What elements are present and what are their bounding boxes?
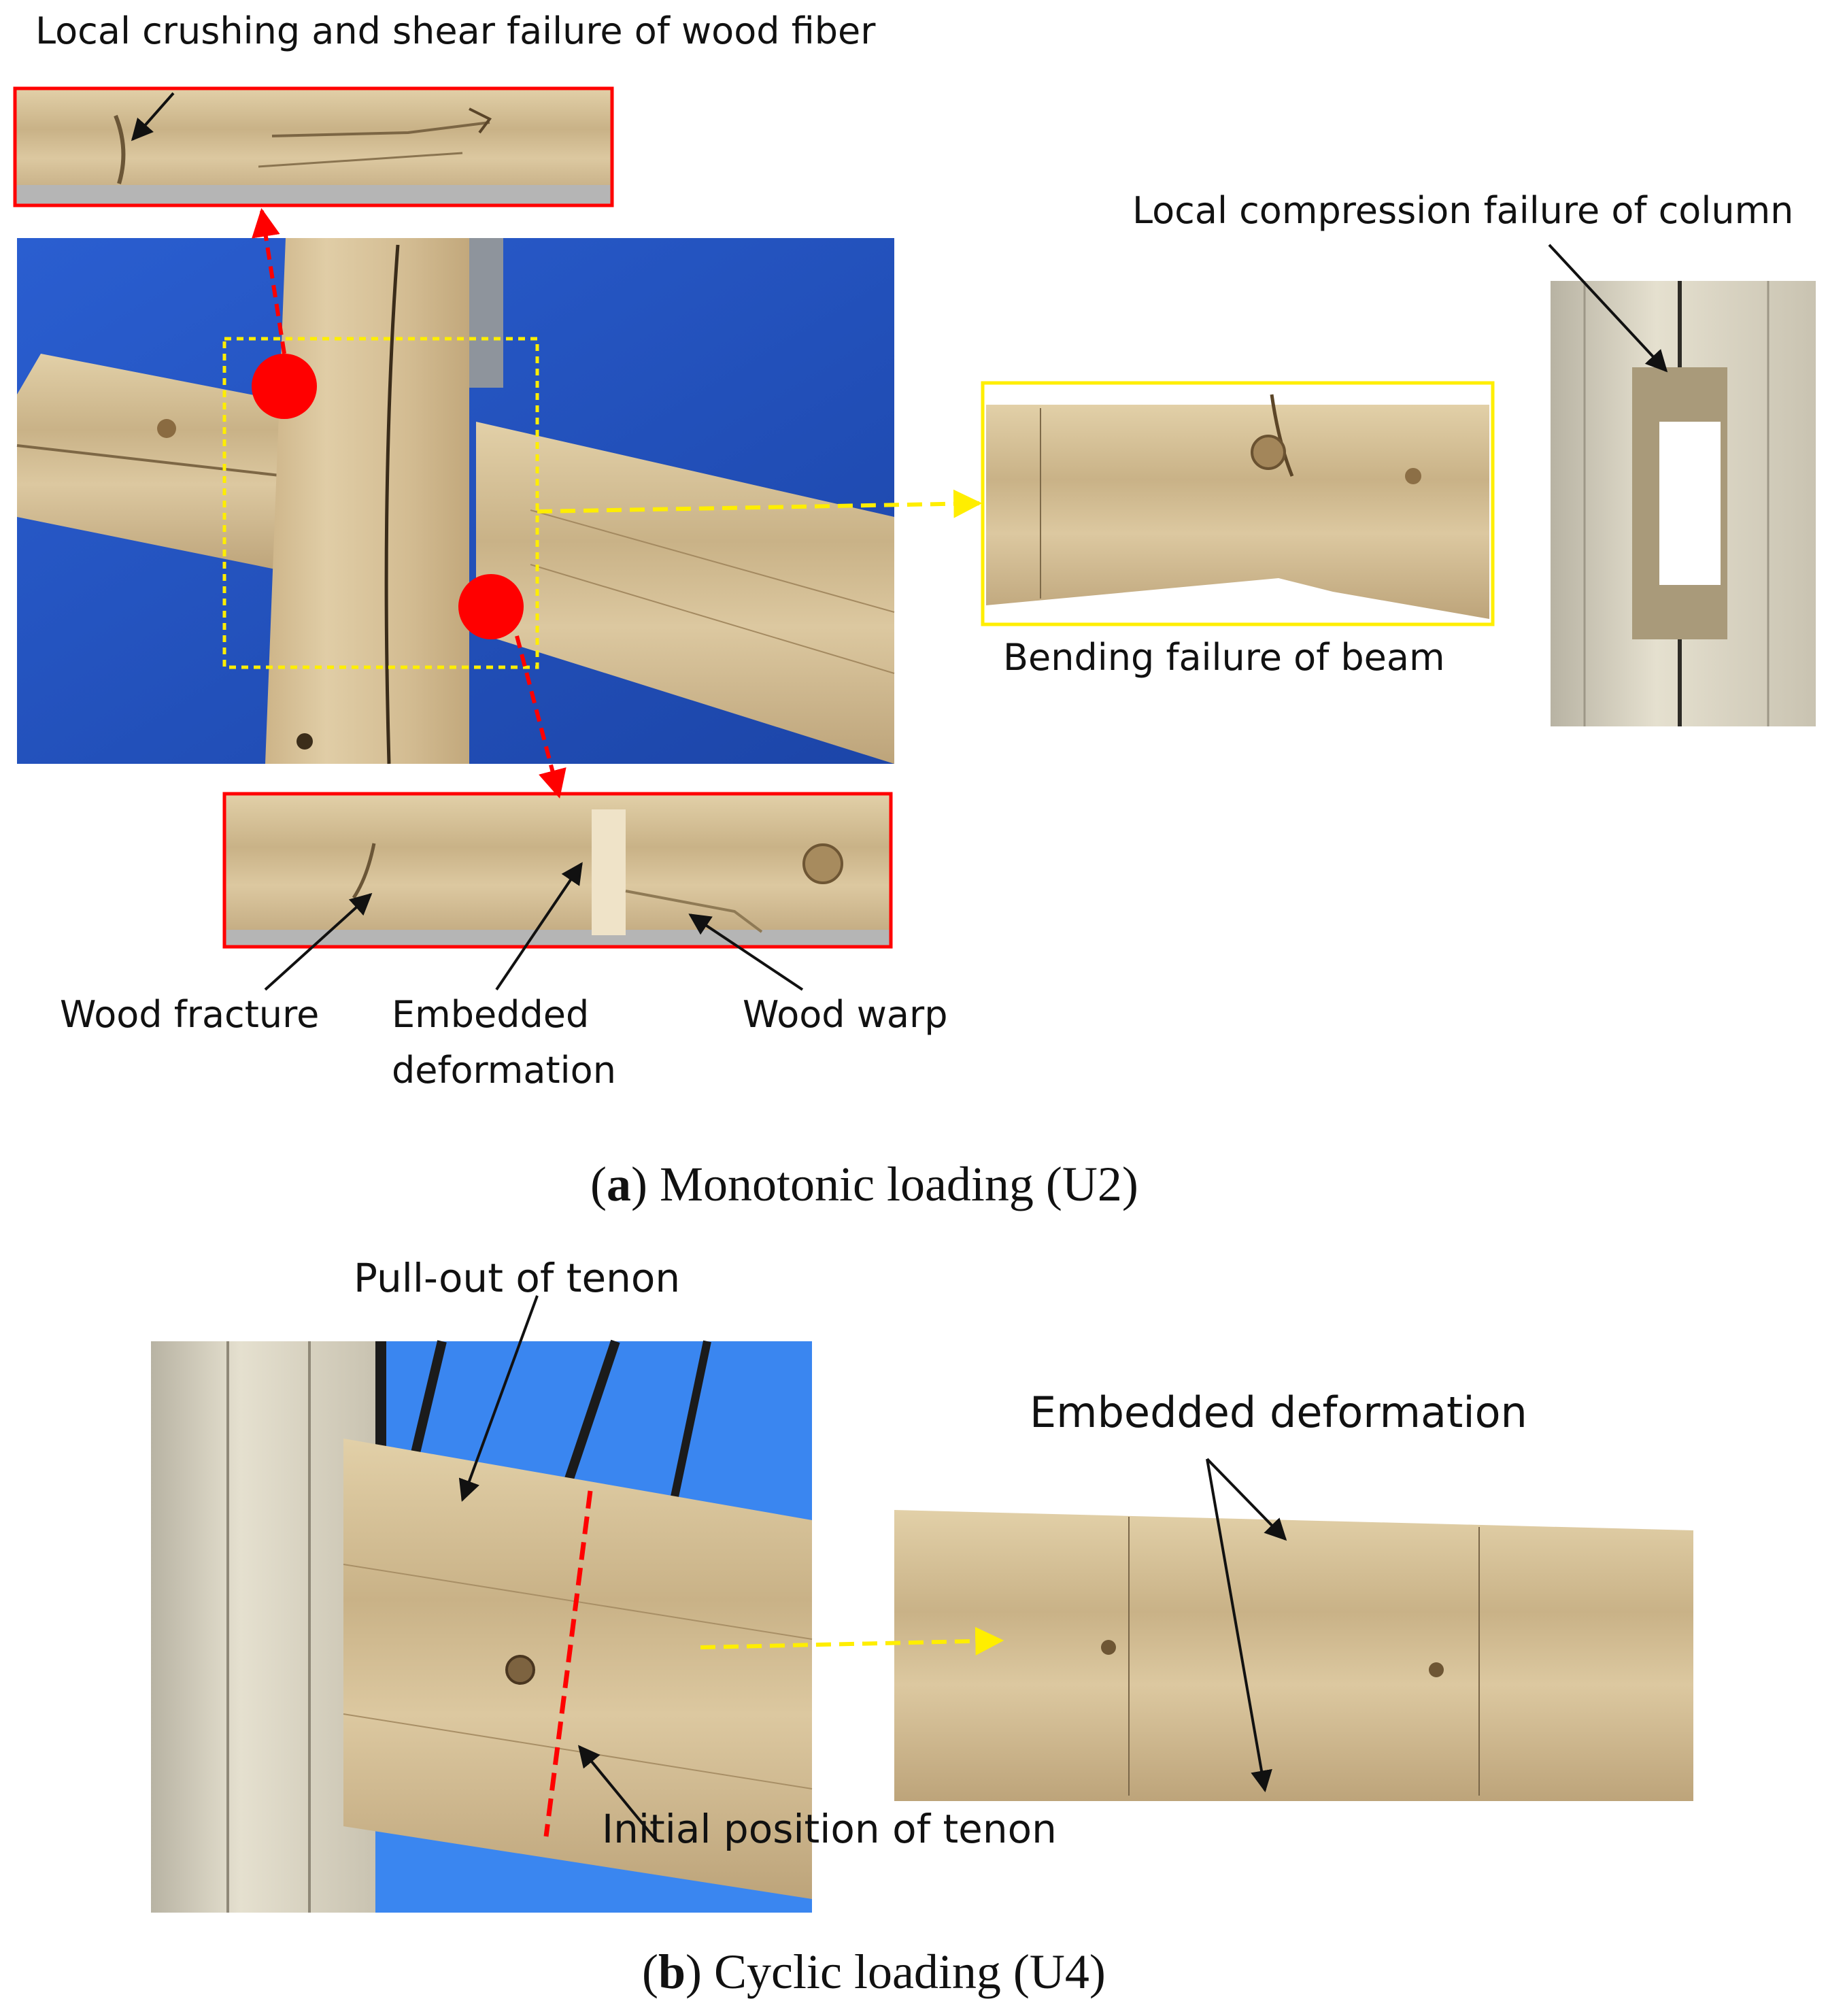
caption-b: (b) Cyclic loading (U4): [642, 1945, 1106, 1999]
column-photo: [1551, 281, 1816, 726]
red-marker-lower: [458, 574, 524, 639]
arrow-column-compression: [1548, 243, 1668, 373]
arrow-yellow-b: [700, 1626, 1004, 1656]
label-embedded-b: Embedded deformation: [1030, 1388, 1527, 1437]
label-wood-fracture: Wood fracture: [60, 993, 320, 1036]
arrow-embedded-b-top: [1206, 1458, 1287, 1541]
arrow-yellow-a: [537, 489, 983, 518]
caption-a: (a) Monotonic loading (U2): [590, 1157, 1138, 1211]
crushing-photo: [13, 86, 614, 207]
arrow-pull-out: [458, 1295, 539, 1502]
main-joint-photo: [16, 238, 895, 765]
fracture-photo: [222, 792, 893, 949]
label-bending: Bending failure of beam: [1003, 636, 1445, 679]
embedded-crop-photo: [892, 1494, 1695, 1821]
label-wood-warp: Wood warp: [743, 993, 948, 1036]
arrow-red-lower: [515, 635, 566, 799]
cyclic-joint-photo: [151, 1339, 813, 1913]
initial-position-line: [543, 1490, 593, 1837]
arrow-red-upper: [252, 207, 286, 354]
arrow-wood-fracture: [264, 892, 373, 991]
label-column-compression: Local compression failure of column: [1132, 189, 1794, 232]
red-marker-upper: [252, 354, 317, 419]
arrow-crushing: [131, 92, 175, 141]
label-pull-out: Pull-out of tenon: [354, 1255, 681, 1301]
arrow-wood-warp: [688, 913, 804, 991]
arrow-initial-position: [577, 1745, 656, 1839]
label-initial-position: Initial position of tenon: [602, 1806, 1057, 1852]
arrow-embedded-b-bottom: [1206, 1458, 1272, 1793]
arrow-embedded-a: [495, 862, 583, 991]
label-embedded-line1: Embedded: [392, 993, 590, 1036]
label-crushing: Local crushing and shear failure of wood…: [35, 10, 876, 52]
bending-photo: [981, 381, 1495, 626]
label-embedded-line2: deformation: [392, 1049, 616, 1092]
